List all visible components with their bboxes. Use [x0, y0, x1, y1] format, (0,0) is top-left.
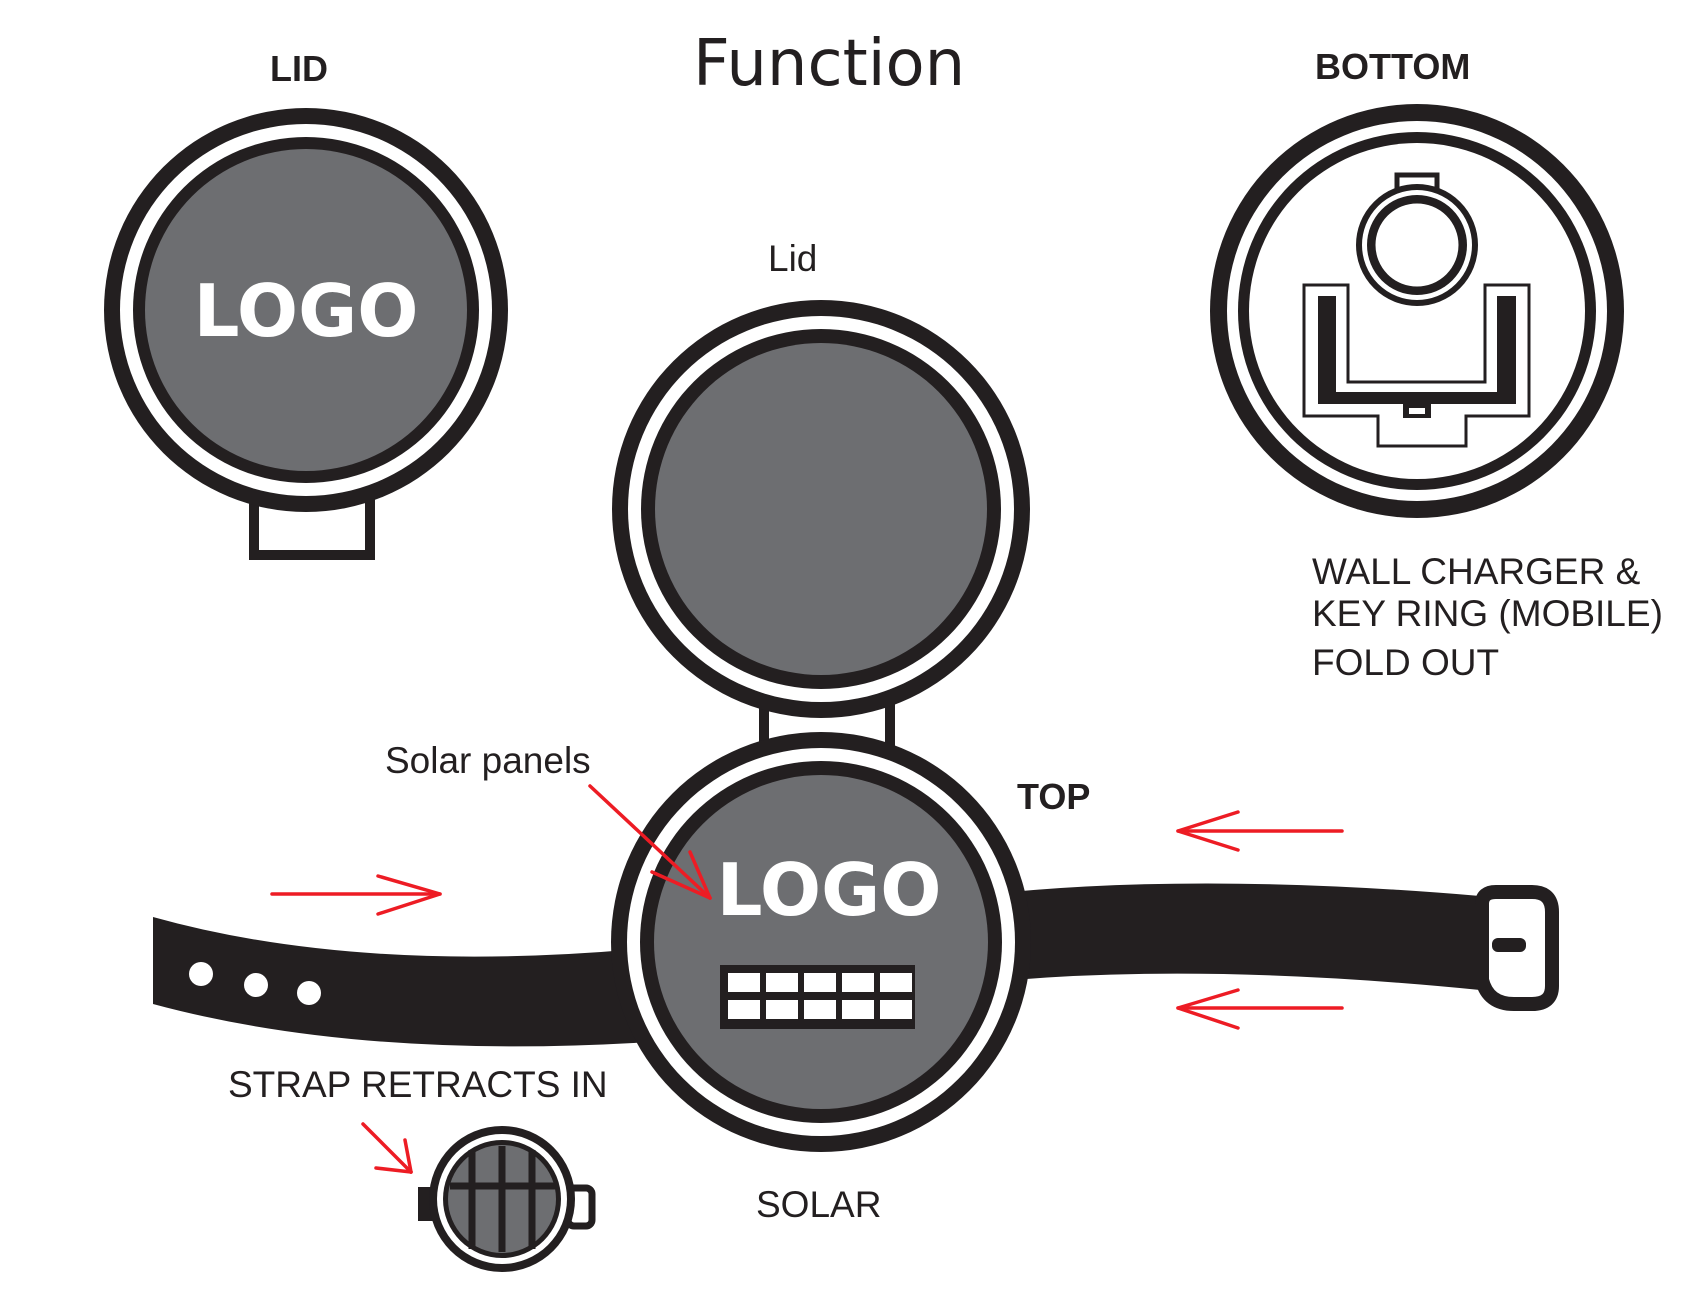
arrow-strap-left-in	[270, 874, 442, 916]
arrow-strap-retracts	[361, 1122, 413, 1174]
charger-frame-bold	[1318, 296, 1516, 404]
strap-left	[153, 917, 650, 1047]
arrow-strap-right-in-bottom	[1176, 988, 1344, 1030]
charger-frame-outer	[1302, 283, 1531, 448]
body-face	[654, 775, 988, 1109]
wall-charger-prongs	[1302, 283, 1531, 448]
center-lid	[612, 300, 1030, 755]
lid-caption: Lid	[768, 238, 818, 279]
strap-hole-2	[244, 973, 268, 997]
solar-cell	[728, 1000, 760, 1019]
arrow-solar-panels	[588, 784, 712, 900]
red-arrows	[270, 784, 1344, 1174]
solar-cell	[804, 973, 836, 992]
solar-label: SOLAR	[756, 1184, 882, 1225]
wall-charger-line-1: WALL CHARGER &	[1312, 551, 1641, 592]
page-title: Function	[693, 27, 966, 101]
solar-cell	[766, 973, 798, 992]
strap-hole-1	[189, 962, 213, 986]
watch-body: LOGO	[611, 732, 1031, 1152]
top-label: TOP	[1017, 776, 1091, 817]
strap-hole-3	[297, 981, 321, 1005]
wall-charger-line-3: FOLD OUT	[1312, 642, 1500, 683]
solar-cell	[728, 973, 760, 992]
wall-charger-line-2: KEY RING (MOBILE)	[1312, 593, 1663, 634]
solar-cell	[766, 1000, 798, 1019]
arrow-strap-right-in-top	[1176, 810, 1344, 852]
watch-strap	[153, 883, 1559, 1047]
lid-logo-text: LOGO	[194, 269, 419, 353]
strap-right	[990, 883, 1480, 990]
lid-face-grey	[145, 149, 467, 471]
solar-panels-label: Solar panels	[385, 740, 591, 781]
bottom-view	[1210, 104, 1624, 518]
strap-retracts-label: STRAP RETRACTS IN	[228, 1064, 608, 1105]
body-logo-text: LOGO	[717, 848, 942, 932]
buckle-slot	[1492, 938, 1526, 952]
retracted-grid	[450, 1146, 555, 1252]
solar-cell	[880, 973, 912, 992]
solar-cell	[842, 1000, 874, 1019]
solar-cell	[842, 973, 874, 992]
solar-cell	[804, 1000, 836, 1019]
bottom-heading: BOTTOM	[1315, 46, 1471, 87]
key-ring-inner	[1372, 200, 1462, 290]
charger-notch-inner	[1409, 408, 1425, 414]
center-lid-face	[655, 343, 987, 675]
solar-cell	[880, 1000, 912, 1019]
lid-view: LOGO	[104, 108, 508, 560]
solar-cells	[728, 973, 912, 1019]
retracted-watch	[418, 1126, 596, 1272]
lid-heading: LID	[270, 48, 328, 89]
solar-panel-grid	[720, 965, 915, 1029]
